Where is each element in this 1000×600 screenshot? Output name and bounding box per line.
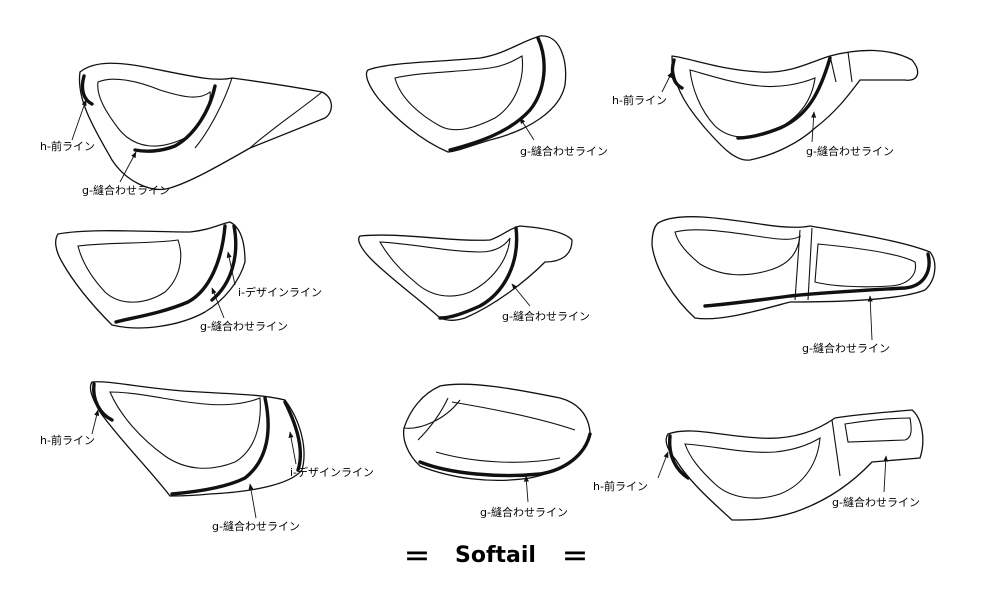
seat-8-g-label: g-縫合わせライン: [480, 505, 568, 519]
seat-2-g-label: g-縫合わせライン: [520, 144, 608, 158]
seat-3-h-label: h-前ライン: [612, 93, 667, 107]
seat-8-g-arrow: [523, 475, 529, 503]
seat-7-g-label: g-縫合わせライン: [212, 519, 300, 533]
seat-3-h-arrow: [661, 71, 673, 93]
seat-3-g-arrow: [811, 111, 817, 143]
seat-9-h-label: h-前ライン: [593, 479, 648, 493]
seat-9-g-label: g-縫合わせライン: [832, 495, 920, 509]
seat-7-i-label: i-デザインライン: [290, 465, 374, 479]
title-left-equals: ＝: [404, 543, 430, 573]
title-right-equals: ＝: [562, 543, 588, 573]
seat-4: [55, 221, 246, 329]
seat-1-g-label: g-縫合わせライン: [82, 183, 170, 197]
seat-7-h-arrow: [91, 409, 100, 435]
seat-4-i-label: i-デザインライン: [238, 285, 322, 299]
seat-2-g-arrow: [519, 117, 535, 141]
seat-1-h-arrow: [71, 99, 87, 141]
seat-6: [651, 216, 936, 320]
seat-7-i-arrow: [288, 431, 297, 465]
seat-5-g-label: g-縫合わせライン: [502, 309, 590, 323]
seat-8: [402, 383, 592, 482]
seat-4-g-arrow: [211, 287, 225, 319]
seat-7-h-label: h-前ライン: [40, 433, 95, 447]
seat-3-g-label: g-縫合わせライン: [806, 144, 894, 158]
seat-6-g-arrow: [867, 295, 873, 341]
seat-7-g-arrow: [248, 483, 257, 519]
seat-5-g-arrow: [511, 283, 531, 307]
seat-5: [358, 225, 573, 321]
seat-7: [89, 381, 305, 497]
page-title: Softail: [455, 543, 536, 568]
seat-3: [670, 49, 919, 161]
seat-1-h-label: h-前ライン: [40, 139, 95, 153]
seat-4-i-arrow: [226, 251, 236, 286]
seat-6-g-label: g-縫合わせライン: [802, 341, 890, 355]
seat-9: [665, 409, 924, 521]
seat-4-g-label: g-縫合わせライン: [200, 319, 288, 333]
seat-2: [365, 35, 567, 153]
seat-1: [78, 62, 333, 190]
seat-9-h-arrow: [657, 451, 669, 479]
seat-9-g-arrow: [883, 455, 889, 493]
seat-1-g-arrow: [119, 151, 137, 183]
